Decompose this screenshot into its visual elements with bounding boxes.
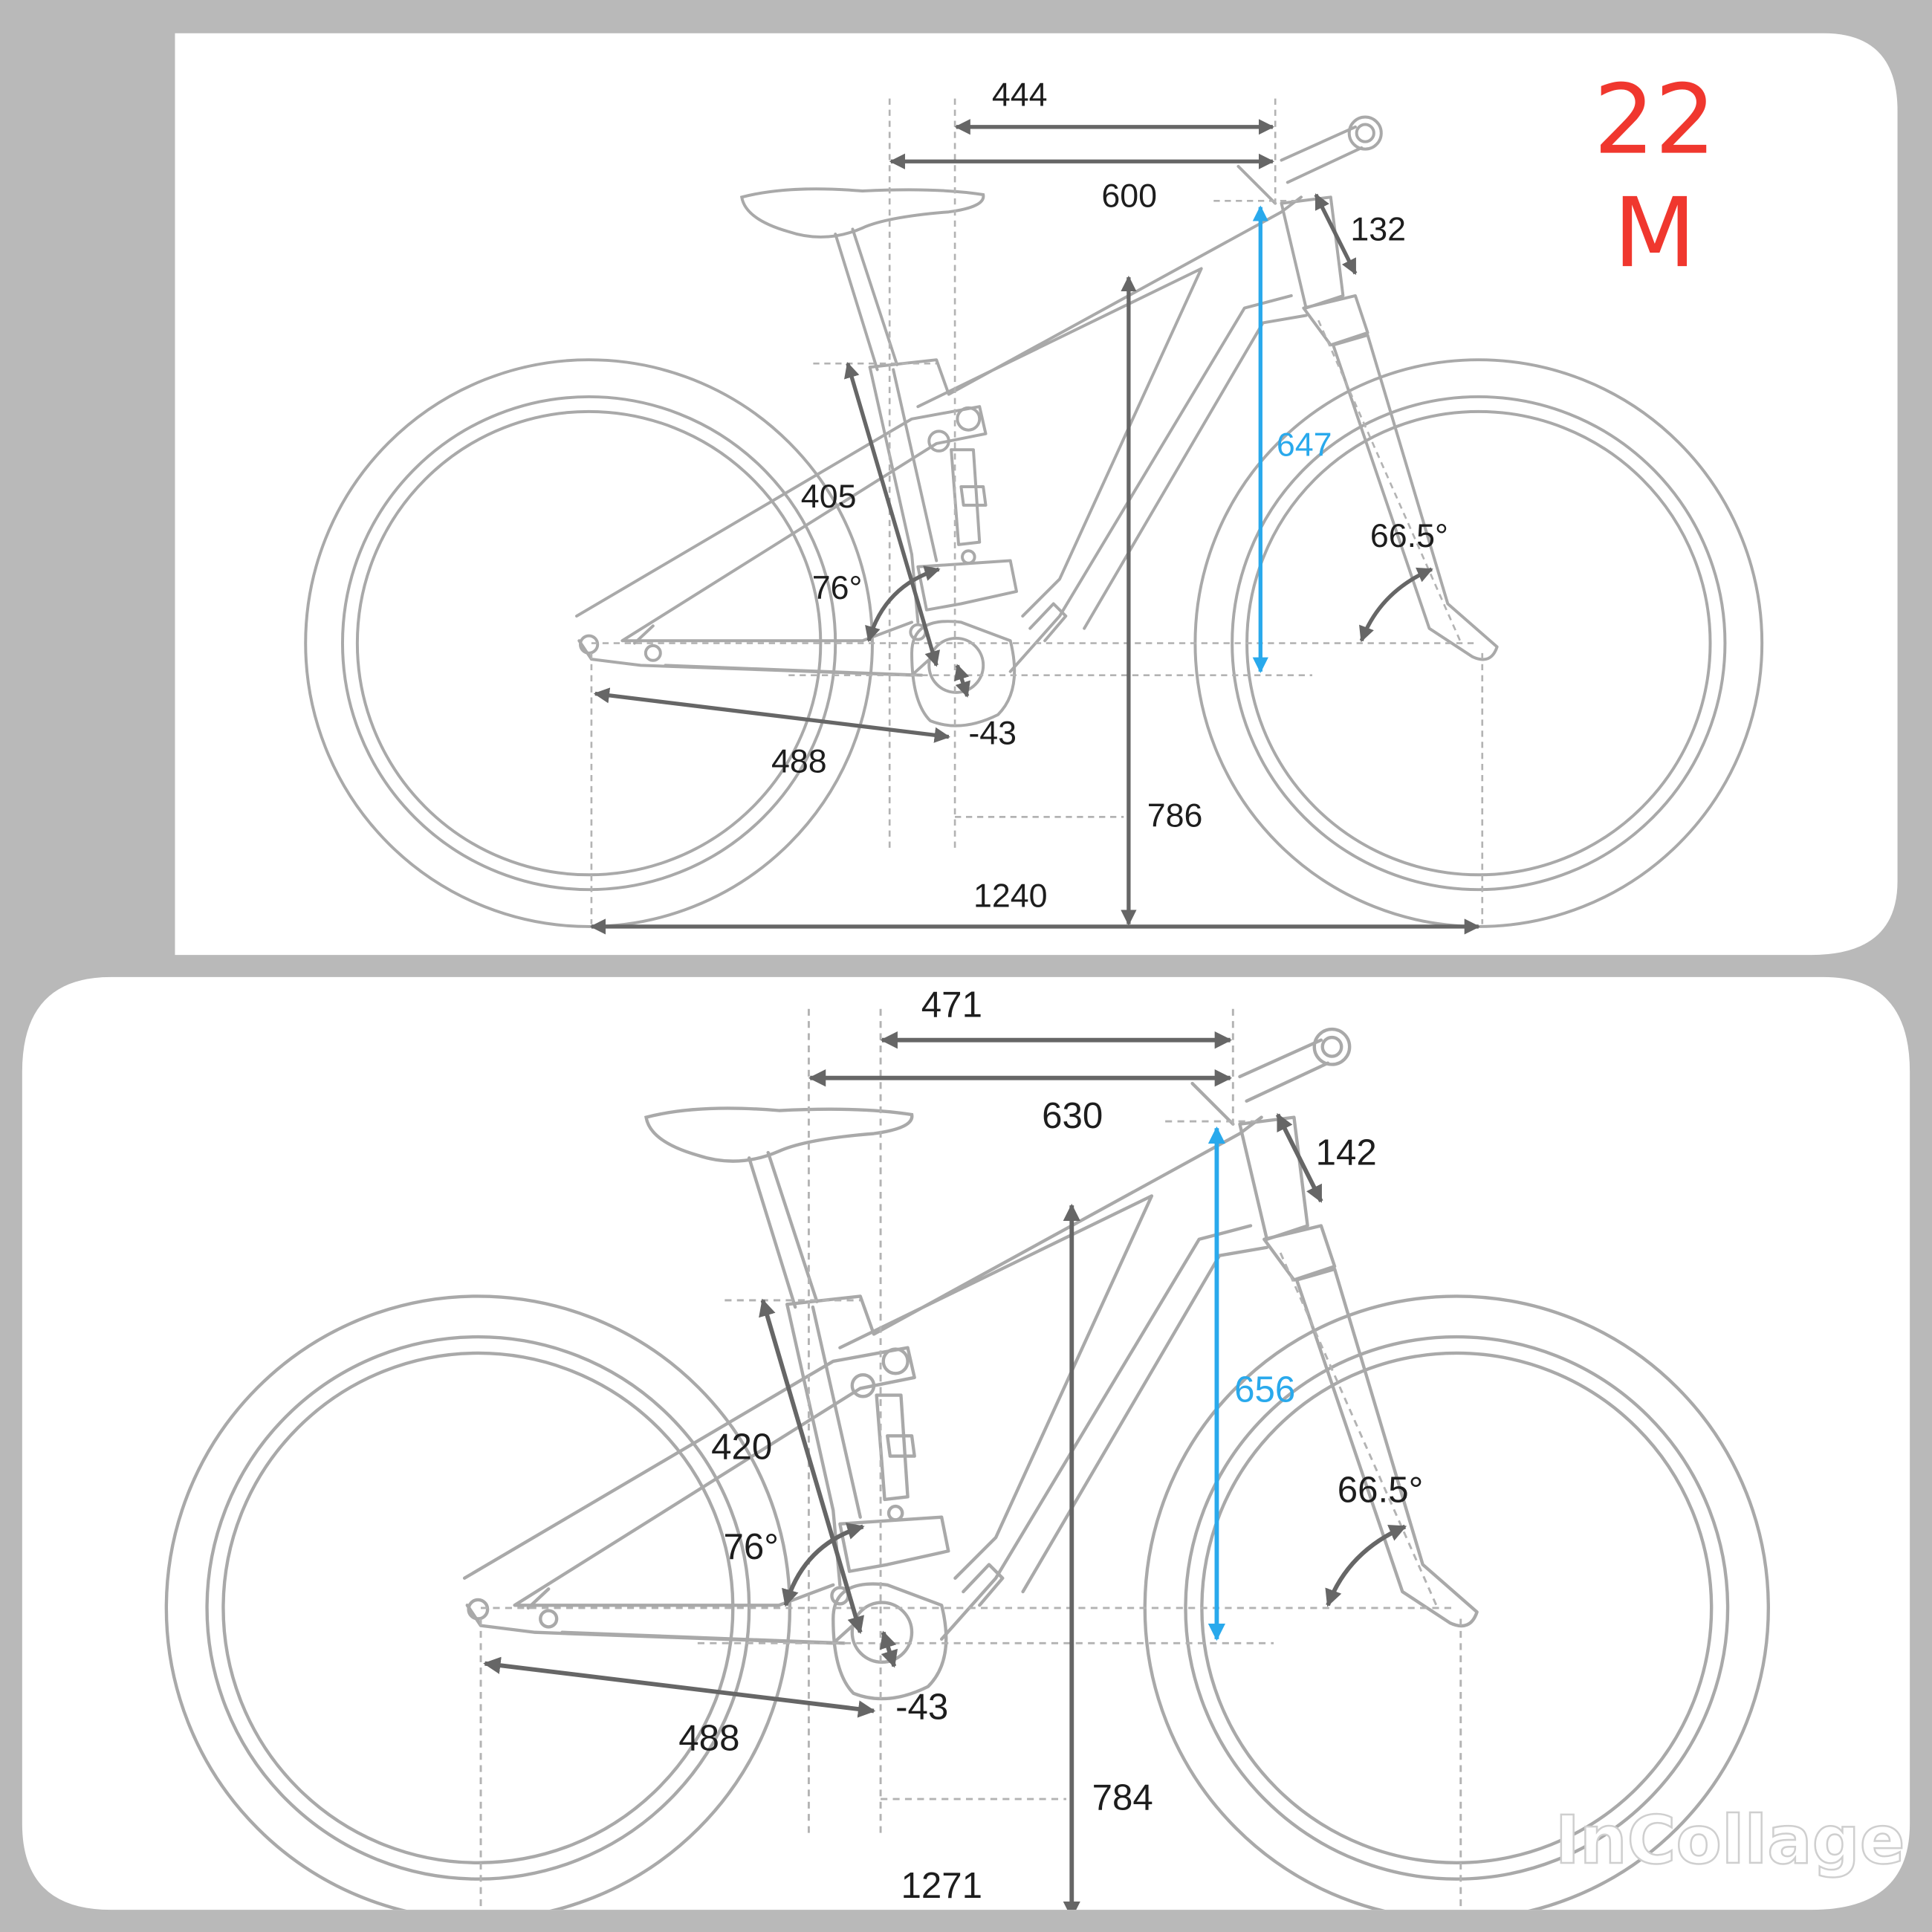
incollage-watermark: InCollage [1555, 1802, 1905, 1879]
handwritten-size-note: 22 M [1593, 65, 1717, 290]
bb-drop-label: -43 [895, 1686, 948, 1727]
chainstay-dimension-arrow [593, 687, 950, 743]
bottom-geometry-diagram: 471 630 142 656 66.5° 420 76° -43 488 784 1271 [166, 985, 1769, 1910]
diagram-content: 444 600 132 647 66.5° 405 76° -43 488 786 1240 [304, 77, 1764, 935]
head-tube-dimension-arrow [1314, 193, 1358, 276]
reach-label: 444 [992, 77, 1048, 114]
standover-label: 786 [1147, 797, 1203, 834]
head-angle-label: 66.5° [1370, 517, 1448, 554]
top-tube-label: 600 [1101, 178, 1157, 215]
seat-angle-label: 76° [724, 1526, 779, 1567]
head-tube-label: 142 [1316, 1132, 1377, 1173]
top-tube-label: 630 [1042, 1095, 1103, 1136]
head-angle-dimension-arrow [1325, 1524, 1407, 1607]
chainstay-label: 488 [771, 743, 827, 780]
seat-angle-dimension-arrow [865, 565, 941, 643]
head-angle-dimension-arrow [1359, 567, 1433, 643]
bb-drop-label: -43 [968, 715, 1017, 752]
standover-label: 784 [1092, 1777, 1153, 1818]
stack-label: 656 [1234, 1369, 1295, 1410]
wheelbase-label: 1240 [973, 877, 1048, 914]
stack-label: 647 [1277, 427, 1332, 464]
head-angle-label: 66.5° [1338, 1470, 1424, 1511]
top-geometry-diagram: 444 600 132 647 66.5° 405 76° -43 488 786 1240 [304, 77, 1764, 935]
reach-label: 471 [921, 985, 982, 1025]
bb-drop-dimension-arrow [954, 664, 970, 698]
handwritten-size-note-box: 22 M [1593, 65, 1717, 290]
seat-angle-label: 76° [812, 569, 863, 606]
bottom-panel-background [22, 976, 1910, 1910]
head-tube-label: 132 [1350, 210, 1406, 247]
wheelbase-label: 1271 [901, 1865, 982, 1906]
seat-tube-label: 420 [711, 1426, 772, 1467]
seat-angle-dimension-arrow [782, 1523, 865, 1607]
chainstay-dimension-arrow [483, 1656, 876, 1718]
bb-drop-dimension-arrow [880, 1630, 898, 1668]
head-tube-dimension-arrow [1275, 1112, 1323, 1203]
diagram-content: 471 630 142 656 66.5° 420 76° -43 488 784 1271 [166, 985, 1769, 1910]
chainstay-label: 488 [678, 1717, 739, 1758]
seat-tube-label: 405 [801, 478, 857, 515]
